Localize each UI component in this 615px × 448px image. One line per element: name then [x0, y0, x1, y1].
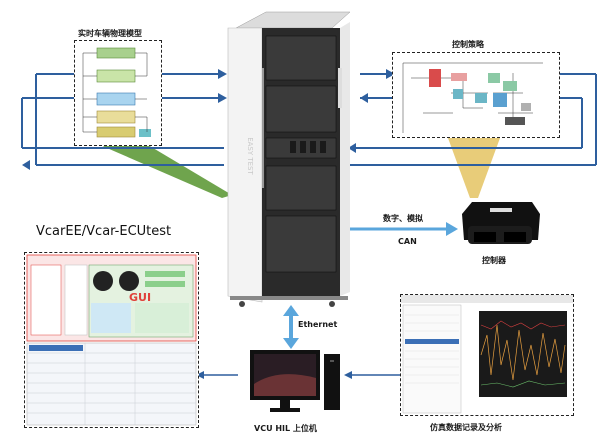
hil-cabinet: EASY TEST: [222, 6, 354, 308]
monitor-icon: [250, 350, 340, 412]
data-analysis-thumbnail: [401, 295, 573, 414]
hil-cabinet-icon: EASY TEST: [227, 11, 351, 307]
host-computer: [238, 344, 346, 420]
data-analysis-label: 仿真数据记录及分析: [430, 423, 502, 432]
ethernet-arrow-up: [283, 305, 299, 316]
ethernet-label: Ethernet: [298, 320, 338, 329]
right-connection-lines: [350, 73, 597, 166]
gui-label: GUI: [129, 291, 152, 304]
vehicle-model-box: [74, 40, 162, 146]
vehicle-model-label: 实时车辆物理模型: [78, 29, 142, 38]
data-analysis-box: [400, 294, 574, 416]
host-label: VCU HIL 上位机: [254, 424, 317, 433]
arrow-from-strategy: [360, 93, 368, 103]
arrow-to-cabinet-mid: [218, 93, 227, 103]
ethernet-arrow-down: [283, 338, 299, 349]
control-strategy-thumbnail: [402, 62, 543, 133]
io-link-arrow: [446, 222, 458, 236]
simulink-model-thumbnail: [82, 47, 151, 138]
arrow-to-strategy: [386, 69, 395, 79]
ecu-controller-icon: [462, 202, 540, 244]
left-connection-lines: [21, 73, 224, 166]
control-strategy-label: 控制策略: [452, 40, 484, 49]
can-label: CAN: [398, 237, 417, 246]
controller-device: [458, 196, 542, 252]
control-strategy-box: [392, 52, 560, 138]
control-strategy-cone: [448, 138, 500, 198]
digital-analog-label: 数字、模拟: [383, 214, 423, 223]
controller-label: 控制器: [482, 256, 506, 265]
vehicle-model-cone: [100, 145, 232, 198]
arrow-left-lower: [22, 160, 30, 170]
host-analysis-arrow: [344, 371, 352, 379]
gui-screenshot-box: GUI: [24, 252, 199, 428]
gui-host-arrow: [196, 371, 204, 379]
svg-text:EASY TEST: EASY TEST: [246, 137, 254, 175]
arrow-to-cabinet-top: [218, 69, 227, 79]
software-title: VcarEE/Vcar-ECUtest: [36, 224, 172, 239]
arrow-to-cabinet-right: [348, 143, 356, 153]
gui-thumbnail: [26, 254, 197, 426]
